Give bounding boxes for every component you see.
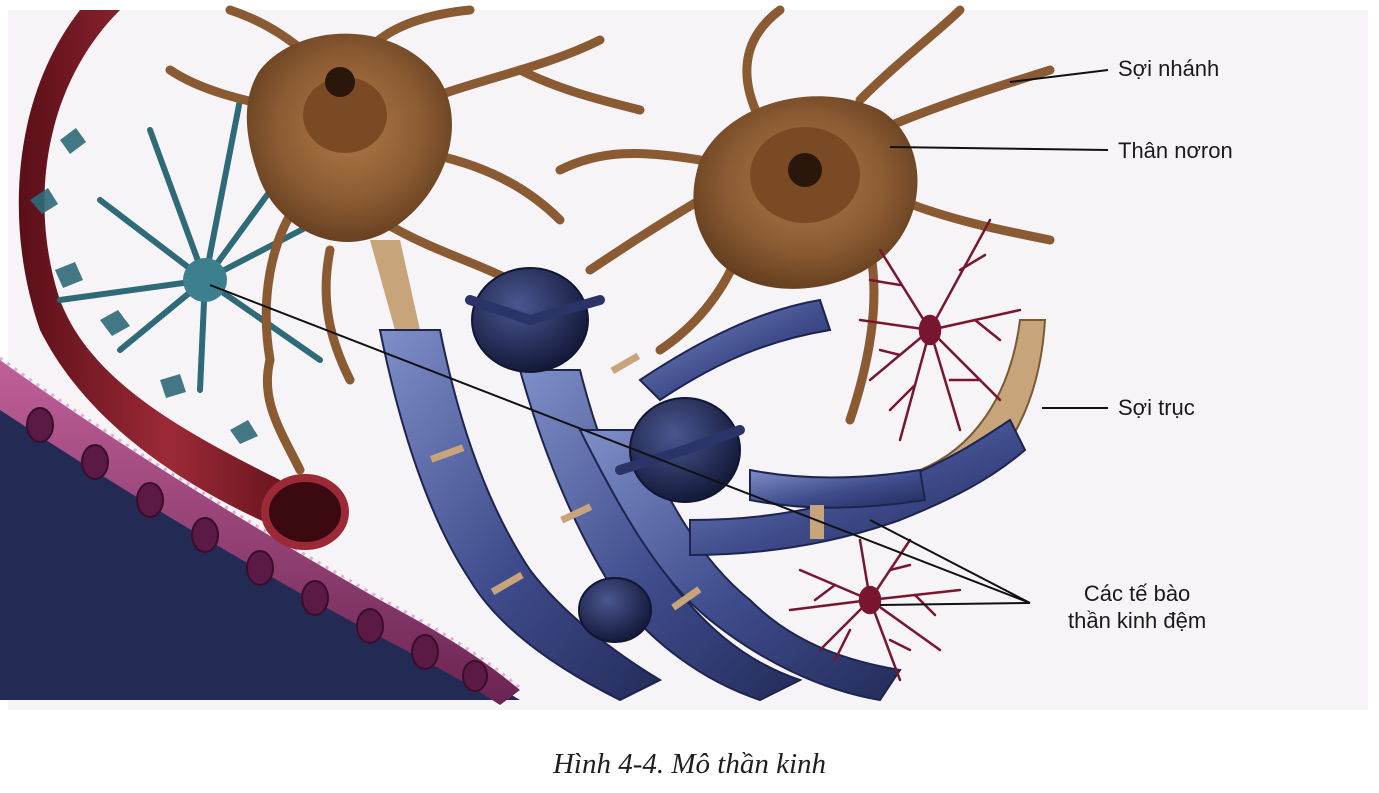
label-dendrite: Sợi nhánh (1118, 55, 1219, 82)
label-soma: Thân nơron (1118, 137, 1233, 164)
label-glial-cells-line1: Các tế bào (1068, 580, 1206, 607)
label-glial-cells: Các tế bào thần kinh đệm (1068, 580, 1206, 634)
figure-caption: Hình 4-4. Mô thần kinh (0, 748, 1379, 781)
label-glial-cells-line2: thần kinh đệm (1068, 607, 1206, 634)
label-axon: Sợi trục (1118, 394, 1195, 421)
